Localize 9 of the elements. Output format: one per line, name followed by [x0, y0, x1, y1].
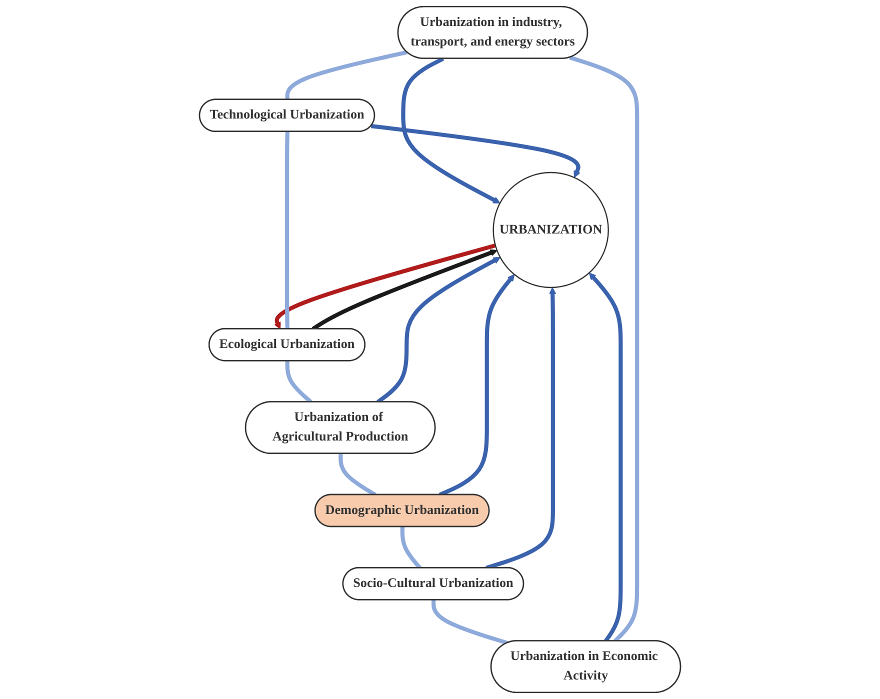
connector	[400, 526, 422, 570]
arrow	[401, 56, 500, 204]
arrow	[370, 124, 580, 178]
connector	[285, 50, 408, 100]
node-circle: URBANIZATION	[492, 172, 609, 288]
arrow	[588, 272, 623, 642]
connector	[431, 600, 508, 645]
arrow	[274, 243, 496, 330]
connector	[284, 132, 290, 330]
